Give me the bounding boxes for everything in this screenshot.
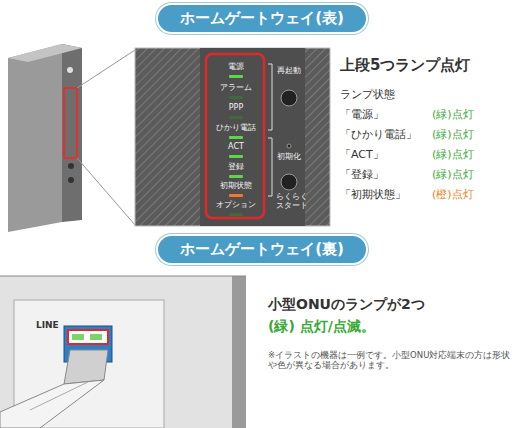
lamp-name: 「登録」 — [340, 168, 384, 181]
zoom-line — [77, 50, 135, 88]
device-front — [62, 44, 82, 222]
onu-led — [90, 334, 102, 340]
led — [229, 213, 243, 216]
reset-hole — [287, 144, 291, 148]
lamp-name: 「ACT」 — [340, 148, 384, 161]
restart-button — [281, 90, 297, 106]
led-label: ACT — [206, 142, 266, 152]
device-button — [68, 163, 74, 169]
lamp-state: (緑)点灯 — [432, 108, 474, 121]
led-label: 初期状態 — [206, 181, 266, 191]
title-banner: ホームゲートウェイ(裏) — [156, 234, 368, 265]
onu-heading: 小型ONUのランプが2つ — [268, 296, 425, 313]
led-label: PPP — [206, 103, 266, 113]
plug — [64, 350, 108, 384]
banner-text: ホームゲートウェイ(表) — [180, 9, 344, 28]
led-highlight — [64, 88, 77, 158]
device-logo — [67, 67, 73, 73]
cable — [0, 380, 104, 428]
lamp-state: (緑)点灯 — [432, 148, 474, 161]
led-highlight — [206, 54, 264, 218]
led-label: 登録 — [206, 162, 266, 172]
led-label: 電源 — [206, 62, 266, 72]
zoom-panel — [135, 48, 330, 226]
lamp-name: 「初期状態」 — [340, 188, 406, 201]
onu-led — [72, 334, 84, 340]
bracket — [268, 64, 272, 130]
lamp-state: (緑)点灯 — [432, 168, 474, 181]
led — [229, 96, 243, 99]
led — [229, 175, 243, 178]
led — [229, 136, 243, 139]
device-back — [0, 276, 232, 428]
subheading: ランプ状態 — [340, 88, 395, 101]
onu-state: (緑) 点灯/点滅。 — [268, 318, 375, 335]
title-banner: ホームゲートウェイ(表) — [156, 3, 368, 34]
lamp-name: 「ひかり電話」 — [340, 128, 417, 141]
led — [229, 116, 243, 119]
note: ※イラストの機器は一例です。小型ONU対応端末の方は形状や色が異なる場合がありま… — [268, 350, 518, 370]
device-top — [8, 44, 82, 62]
led — [229, 155, 243, 158]
button-label: らくらくスタート — [276, 192, 310, 210]
device-outline — [0, 276, 246, 277]
device-edge — [232, 276, 246, 428]
heading: 上段5つランプ点灯 — [340, 56, 470, 74]
lamp-state: (橙)点灯 — [432, 188, 474, 201]
bracket — [268, 138, 272, 196]
banner-text: ホームゲートウェイ(裏) — [180, 240, 344, 259]
led-label: アラーム — [206, 83, 266, 93]
led-label: ひかり電話 — [206, 123, 266, 133]
cable-line — [30, 382, 88, 410]
zoom-line — [77, 158, 135, 225]
port-label: LINE — [36, 320, 59, 331]
led — [229, 75, 243, 78]
button-label: 初期化 — [277, 152, 301, 162]
led — [229, 194, 243, 197]
button-label: 再起動 — [277, 66, 301, 76]
start-button — [281, 174, 297, 190]
led-label: オプション — [206, 200, 266, 210]
lamp-name: 「電源」 — [340, 108, 384, 121]
device-button — [68, 177, 74, 183]
device-side — [8, 44, 62, 232]
lamp-state: (緑)点灯 — [432, 128, 474, 141]
onu-led-highlight — [68, 330, 108, 344]
